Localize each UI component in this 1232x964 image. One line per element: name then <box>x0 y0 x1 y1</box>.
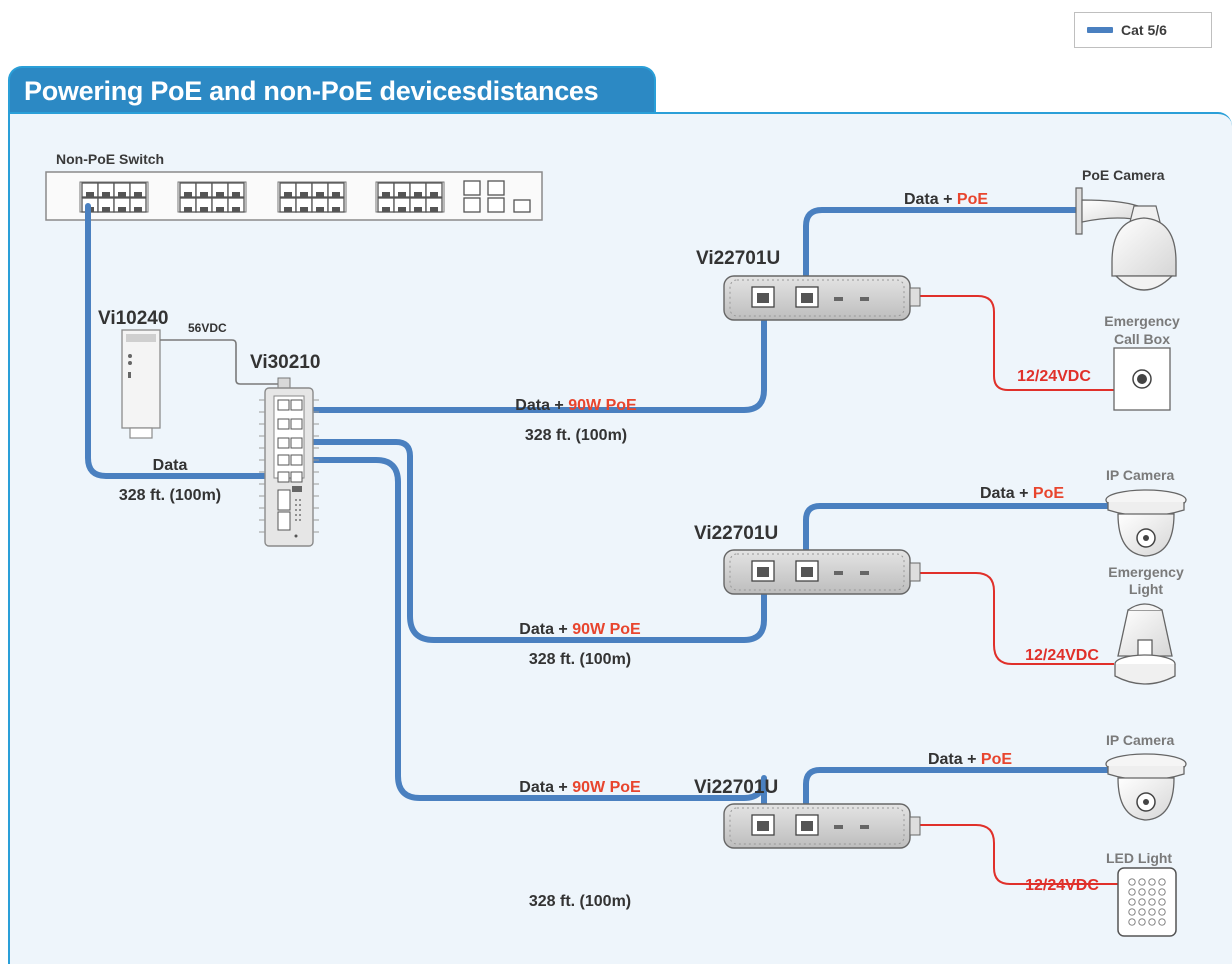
psu-device <box>121 329 161 439</box>
poe-power-2: PoE <box>1033 485 1064 502</box>
uplink-cable <box>85 203 283 479</box>
uplink-distance: 328 ft. (100m) <box>119 487 221 504</box>
cable-poe-2 <box>803 503 1113 574</box>
cable-link-1 <box>297 294 767 413</box>
led-dot <box>1138 888 1146 896</box>
legend: Cat 5/6 <box>1074 12 1212 48</box>
cable-poe-1 <box>803 207 1081 300</box>
switch-ports <box>79 180 531 213</box>
link-label-2: Data + 90W PoE <box>519 621 641 638</box>
poe-camera <box>1075 187 1177 291</box>
dc-label-1: 12/24VDC <box>1017 368 1091 385</box>
link-label-3: Data + 90W PoE <box>519 779 641 796</box>
emergency-light <box>1114 603 1176 685</box>
led-dot <box>1158 878 1166 886</box>
psu-voltage-label: 56VDC <box>188 321 227 335</box>
dc-label-3: 12/24VDC <box>1025 877 1099 894</box>
poe-device-label-1: PoE Camera <box>1082 167 1165 183</box>
led-dot <box>1158 888 1166 896</box>
link-prefix-1: Data + <box>515 397 568 414</box>
cable-link-3 <box>297 457 767 828</box>
link-prefix-2: Data + <box>519 621 572 638</box>
injector-label-1: Vi22701U <box>696 248 780 269</box>
led-dot <box>1128 908 1136 916</box>
link-distance-2: 328 ft. (100m) <box>529 651 631 668</box>
led-dot <box>1148 918 1156 926</box>
link-distance-3: 328 ft. (100m) <box>529 893 631 910</box>
uplink-label: Data <box>153 457 188 474</box>
led-dot <box>1128 918 1136 926</box>
dc-wire-2 <box>918 572 1114 665</box>
injector-3 <box>723 803 921 849</box>
link-power-1: 90W PoE <box>568 397 637 414</box>
led-dot <box>1128 888 1136 896</box>
non-poe-switch <box>45 171 543 221</box>
led-dot <box>1138 908 1146 916</box>
led-dot <box>1138 878 1146 886</box>
poe-label-1: Data + PoE <box>904 191 988 208</box>
poe-power-1: PoE <box>957 191 988 208</box>
led-dot <box>1138 898 1146 906</box>
led-dot <box>1148 898 1156 906</box>
poe-device-label-3: IP Camera <box>1106 732 1174 748</box>
led-dot <box>1138 918 1146 926</box>
poe-prefix-3: Data + <box>928 751 981 768</box>
ip-camera-1 <box>1105 489 1187 557</box>
poe-prefix-2: Data + <box>980 485 1033 502</box>
link-label-1: Data + 90W PoE <box>515 397 637 414</box>
page-title: Powering PoE and non-PoE devicesdistance… <box>24 76 599 106</box>
poe-label-2: Data + PoE <box>980 485 1064 502</box>
led-dot <box>1148 878 1156 886</box>
emergency-call-box <box>1113 347 1171 411</box>
led-dot <box>1128 878 1136 886</box>
industrial-switch <box>259 377 319 547</box>
dc-wire-1 <box>920 295 1114 391</box>
psu-label: Vi10240 <box>98 308 168 329</box>
dc-device-label-1a: Emergency <box>1104 313 1180 329</box>
switch-label: Non-PoE Switch <box>56 151 164 167</box>
link-power-2: 90W PoE <box>572 621 641 638</box>
led-dot <box>1148 908 1156 916</box>
cat-cables <box>85 203 1113 828</box>
injector-label-2: Vi22701U <box>694 523 778 544</box>
dc-device-label-2a: Emergency <box>1108 564 1184 580</box>
cable-poe-3 <box>803 767 1113 828</box>
dc-wires <box>918 295 1118 885</box>
link-prefix-3: Data + <box>519 779 572 796</box>
dc-wire-3 <box>918 824 1118 885</box>
injector-1 <box>723 275 921 321</box>
dc-device-label-2b: Light <box>1129 581 1164 597</box>
dc-label-2: 12/24VDC <box>1025 647 1099 664</box>
led-light <box>1117 867 1177 937</box>
poe-label-3: Data + PoE <box>928 751 1012 768</box>
title-tab: Powering PoE and non-PoE devicesdistance… <box>8 66 656 114</box>
ip-camera-2 <box>1105 753 1187 821</box>
led-dot <box>1158 898 1166 906</box>
cable-link-2 <box>297 439 767 643</box>
industrial-switch-label: Vi30210 <box>250 352 320 373</box>
injector-2 <box>723 549 921 595</box>
diagram-panel <box>8 112 1232 964</box>
led-dot <box>1158 918 1166 926</box>
poe-prefix-1: Data + <box>904 191 957 208</box>
led-dot <box>1158 908 1166 916</box>
legend-swatch-cat <box>1087 27 1113 33</box>
led-dot <box>1148 888 1156 896</box>
injector-label-3: Vi22701U <box>694 777 778 798</box>
led-dot <box>1128 898 1136 906</box>
legend-label: Cat 5/6 <box>1121 22 1167 38</box>
poe-device-label-2: IP Camera <box>1106 467 1174 483</box>
link-distance-1: 328 ft. (100m) <box>525 427 627 444</box>
dc-device-label-1b: Call Box <box>1114 331 1170 347</box>
poe-power-3: PoE <box>981 751 1012 768</box>
link-power-3: 90W PoE <box>572 779 641 796</box>
psu-power-wire <box>160 339 282 385</box>
dc-device-label-3: LED Light <box>1106 850 1172 866</box>
